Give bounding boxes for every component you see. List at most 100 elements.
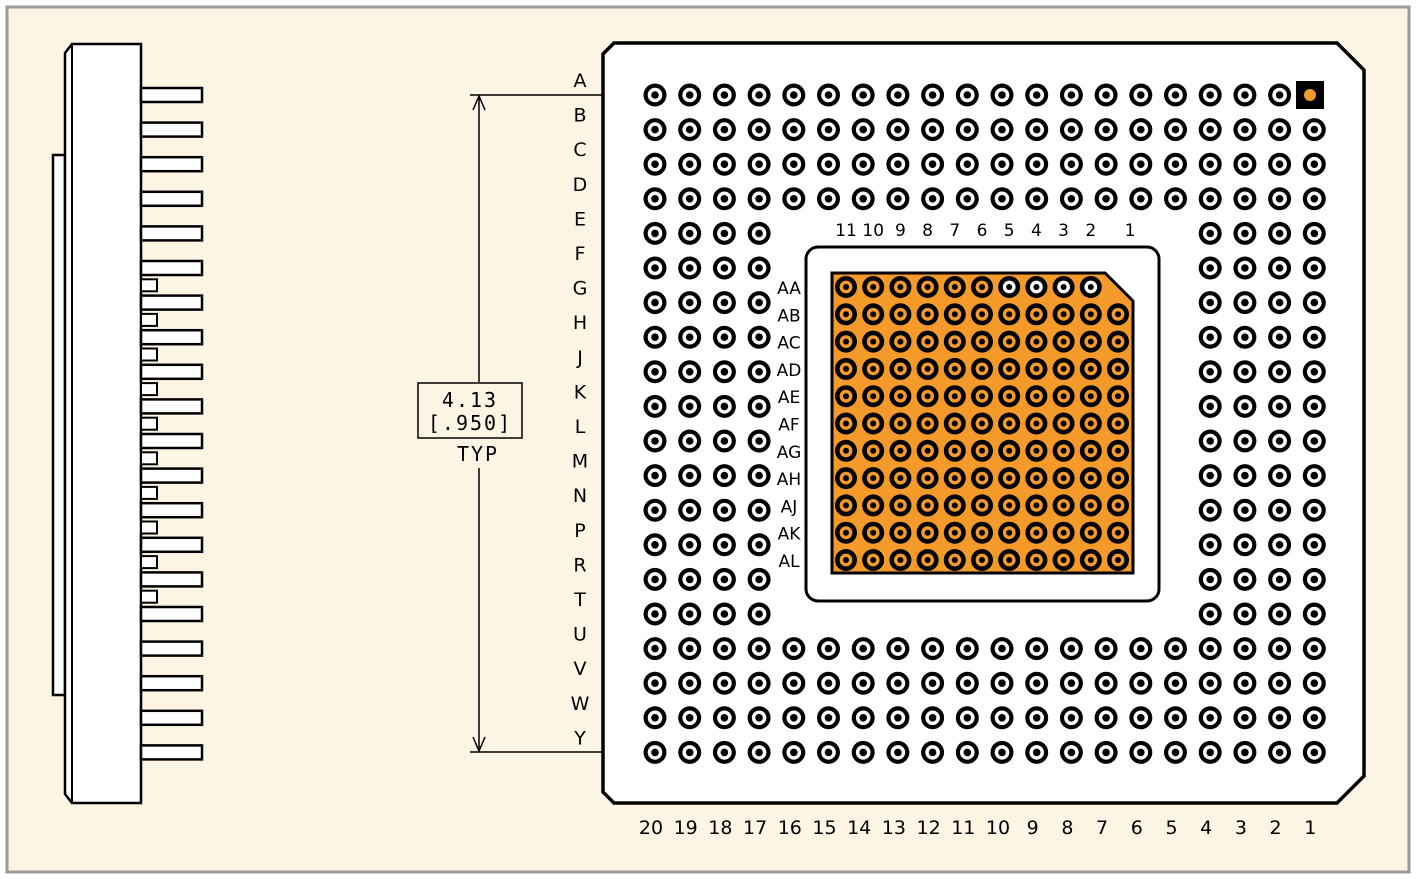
- row-label: T: [573, 589, 586, 611]
- inner-pin: [1107, 385, 1129, 408]
- inner-pin: [1025, 385, 1048, 408]
- inner-pin: [889, 330, 912, 353]
- inner-pin: [1025, 303, 1048, 326]
- inner-pin: [998, 330, 1021, 353]
- side-pin-stub: [140, 278, 158, 293]
- outer-pin: [1268, 706, 1292, 730]
- outer-pin: [712, 394, 736, 418]
- outer-pin: [817, 152, 840, 176]
- inner-pin: [835, 521, 857, 544]
- inner-pin: [862, 385, 885, 408]
- inner-pin: [971, 521, 993, 544]
- row-label: P: [574, 520, 585, 542]
- inner-pin: [889, 412, 912, 435]
- outer-pin: [747, 567, 771, 591]
- outer-pin: [1233, 671, 1257, 695]
- outer-pin: [1268, 671, 1292, 695]
- outer-pin: [1198, 325, 1222, 349]
- inner-row-label: AF: [778, 416, 799, 436]
- outer-pin: [1302, 671, 1326, 695]
- outer-pin: [1059, 671, 1083, 695]
- package-lid: [51, 153, 67, 697]
- inner-column-label: 2: [1085, 221, 1096, 241]
- outer-pin: [1302, 567, 1326, 591]
- outer-pin: [1268, 498, 1292, 522]
- outer-pin: [678, 602, 702, 626]
- inner-pin: [1052, 521, 1075, 544]
- outer-pin: [678, 394, 702, 418]
- outer-pin: [921, 706, 945, 730]
- side-pin: [139, 432, 204, 450]
- outer-pin: [1094, 637, 1118, 661]
- outer-pin: [1094, 740, 1118, 764]
- outer-pin: [712, 360, 736, 384]
- column-label: 16: [778, 817, 802, 839]
- outer-pin: [747, 637, 771, 661]
- outer-pin: [643, 464, 667, 488]
- outer-pin: [851, 187, 875, 211]
- outer-pin: [1268, 740, 1292, 764]
- inner-row-label: AG: [777, 443, 802, 463]
- outer-pin: [921, 118, 945, 142]
- inner-column-label: 5: [1004, 221, 1015, 241]
- row-label: G: [573, 278, 588, 300]
- side-pin: [139, 225, 204, 242]
- outer-pin: [1198, 394, 1222, 418]
- row-label: L: [575, 416, 586, 438]
- outer-pin: [1198, 740, 1222, 764]
- inner-column-label: 11: [835, 221, 857, 241]
- inner-pin: [1107, 467, 1129, 490]
- outer-pin: [851, 83, 875, 107]
- outer-pin: [747, 83, 771, 107]
- outer-pin: [1198, 291, 1222, 315]
- outer-pin: [1164, 671, 1187, 695]
- row-label: F: [575, 243, 586, 265]
- inner-row-label: AH: [777, 470, 801, 490]
- outer-pin: [678, 464, 702, 488]
- inner-pin: [889, 521, 912, 544]
- column-label: 1: [1304, 817, 1316, 839]
- inner-pin: [862, 276, 885, 298]
- outer-pin: [782, 740, 806, 764]
- inner-pin: [916, 412, 939, 435]
- inner-row-label: AE: [778, 388, 800, 408]
- outer-pin: [747, 394, 771, 418]
- inner-pin: [889, 549, 912, 571]
- outer-pin: [886, 83, 910, 107]
- inner-pin: [998, 412, 1021, 435]
- inner-pin: [943, 549, 966, 571]
- side-pin-stub: [140, 451, 158, 466]
- side-pin: [139, 86, 204, 104]
- column-label: 14: [847, 817, 871, 839]
- outer-pin: [643, 740, 667, 764]
- inner-pin: [998, 357, 1021, 380]
- outer-pin: [1094, 671, 1118, 695]
- outer-pin: [1094, 83, 1118, 107]
- outer-pin: [921, 152, 945, 176]
- outer-pin: [1302, 394, 1326, 418]
- outer-pin: [782, 637, 806, 661]
- outer-pin: [990, 706, 1014, 730]
- row-label: U: [573, 624, 587, 646]
- inner-pin: [862, 549, 885, 571]
- outer-pin: [1302, 533, 1326, 557]
- inner-pin: [1107, 357, 1129, 380]
- outer-pin: [886, 187, 910, 211]
- column-label: 6: [1131, 817, 1143, 839]
- side-pin-stub: [140, 589, 158, 604]
- row-label: B: [573, 105, 586, 127]
- inner-pin: [971, 385, 993, 408]
- inner-pin: [971, 330, 993, 353]
- outer-pin: [1268, 429, 1292, 453]
- column-label: 17: [743, 817, 767, 839]
- outer-pin: [1302, 291, 1326, 315]
- inner-column-label: 10: [862, 221, 884, 241]
- outer-pin: [1233, 464, 1257, 488]
- outer-pin: [643, 567, 667, 591]
- inner-pin: [835, 330, 857, 353]
- outer-pin: [1268, 325, 1292, 349]
- outer-pin: [678, 567, 702, 591]
- outer-pin: [1129, 637, 1153, 661]
- outer-pin: [1164, 118, 1187, 142]
